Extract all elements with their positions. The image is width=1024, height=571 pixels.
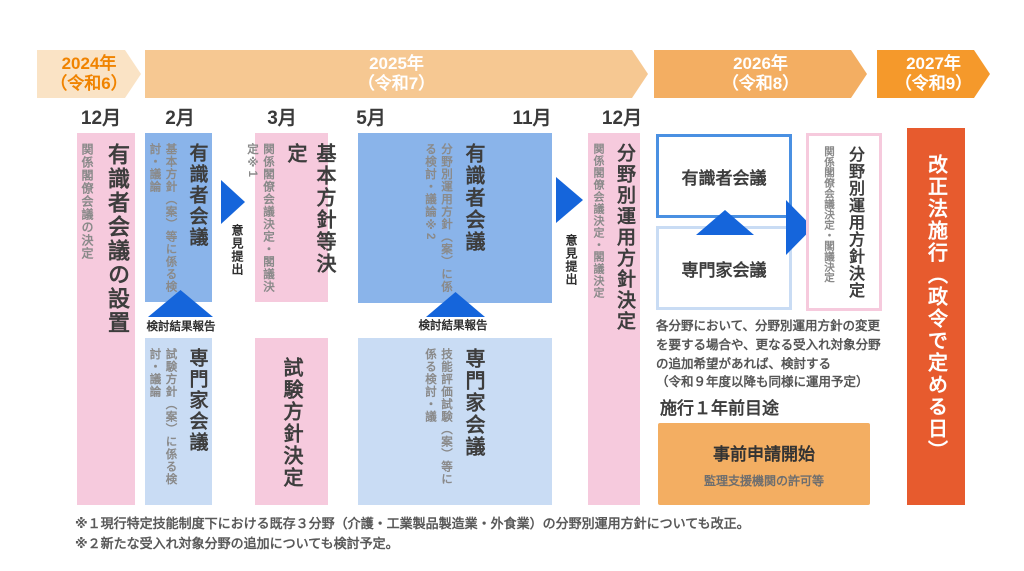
column-title: 試験方針決定 (280, 356, 302, 489)
column-expert-council-may-nov: 有識者会議 分野別運用方針（案）に係る検討・議論※2 (358, 133, 552, 303)
column-title: 専門家会議 (462, 348, 484, 458)
column-subtitle: 関係閣僚会議決定・閣議決定 (823, 146, 835, 283)
enforcement-label: 改正法施行（政令で定める日） (924, 154, 947, 462)
month-label-dec-2025: 12月 (601, 108, 643, 129)
month-label-feb: 2月 (165, 108, 195, 129)
column-title: 基本方針等決定 (284, 143, 335, 275)
box-specialist-council-2026: 専門家会議 (656, 226, 792, 310)
arrow-right-icon (221, 180, 245, 224)
year-arrow-2026: 2026年 （令和8） (654, 50, 867, 98)
pre-application-heading: 施行１年前目途 (660, 399, 779, 418)
column-subtitle: 分野別運用方針（案）に係る検討・議論※2 (424, 143, 452, 293)
month-label-dec-2024: 12月 (80, 108, 122, 129)
month-label-may: 5月 (356, 108, 386, 129)
column-subtitle: 試験方針（案）に係る検討・議論 (148, 348, 177, 486)
pre-application-title: 事前申請開始 (713, 444, 815, 464)
column-subtitle: 関係閣僚会議決定・閣議決定※1 (246, 143, 274, 293)
pre-application-subtitle: 監理支援機関の許可等 (703, 473, 824, 488)
column-subtitle: 技能評価試験（案）等に係る検討・議 (424, 348, 452, 486)
footnote-1: ※１現行特定技能制度下における既存３分野（介護・工業製品製造業・外食業）の分野別… (75, 516, 750, 531)
box-field-policy-decision-2026: 分野別運用方針決定 関係閣僚会議決定・閣議決定 (806, 133, 882, 311)
month-label-mar: 3月 (267, 108, 297, 129)
year-arrow-2024: 2024年 （令和6） (37, 50, 141, 98)
column-subtitle: 基本方針（案）等に係る検討・議論 (148, 143, 177, 293)
column-title: 有識者会議 (186, 143, 208, 248)
box-expert-council-2026: 有識者会議 (656, 134, 792, 218)
column-basic-policy-decision: 基本方針等決定 関係閣僚会議決定・閣議決定※1 (246, 133, 335, 302)
year-arrow-2025: 2025年 （令和7） (145, 50, 648, 98)
report-result-label: 検討結果報告 (146, 321, 216, 333)
column-field-policy-decision-dec: 分野別運用方針決定 関係閣僚会議決定・閣議決定 (588, 133, 640, 505)
opinion-submission-label: 意見提出 (564, 234, 578, 286)
year-arrow-2027: 2027年 （令和9） (877, 50, 990, 98)
column-subtitle: 関係閣僚会議決定・閣議決定 (592, 143, 604, 299)
month-label-nov: 11月 (512, 108, 552, 129)
pre-application-box: 事前申請開始 監理支援機関の許可等 (658, 423, 870, 505)
opinion-submission-label: 意見提出 (230, 224, 244, 276)
column-council-setup: 有識者会議の設置 関係閣僚会議の決定 (77, 133, 135, 505)
column-title: 有識者会議の設置 (105, 143, 130, 335)
footnote-2: ※２新たな受入れ対象分野の追加についても検討予定。 (75, 536, 399, 552)
column-exam-policy-decision: 試験方針決定 (255, 338, 328, 505)
column-subtitle: 関係閣僚会議の決定 (80, 143, 94, 260)
column-title: 有識者会議 (462, 143, 484, 253)
report-result-label: 検討結果報告 (418, 320, 488, 332)
arrow-right-icon (556, 177, 583, 223)
footnotes: ※１現行特定技能制度下における既存３分野（介護・工業製品製造業・外食業）の分野別… (75, 514, 750, 554)
column-title: 分野別運用方針決定 (614, 143, 635, 332)
column-expert-council-feb: 有識者会議 基本方針（案）等に係る検討・議論 (145, 133, 212, 302)
column-specialist-council-feb: 専門家会議 試験方針（案）に係る検討・議論 (145, 338, 212, 505)
column-title: 分野別運用方針決定 (846, 146, 863, 299)
enforcement-column: 改正法施行（政令で定める日） (907, 128, 965, 505)
column-title: 専門家会議 (186, 348, 208, 453)
review-note-text: 各分野において、分野別運用方針の変更 を要する場合や、更なる受入れ対象分野 の追… (656, 319, 881, 390)
column-specialist-council-may-nov: 専門家会議 技能評価試験（案）等に係る検討・議 (358, 338, 552, 505)
